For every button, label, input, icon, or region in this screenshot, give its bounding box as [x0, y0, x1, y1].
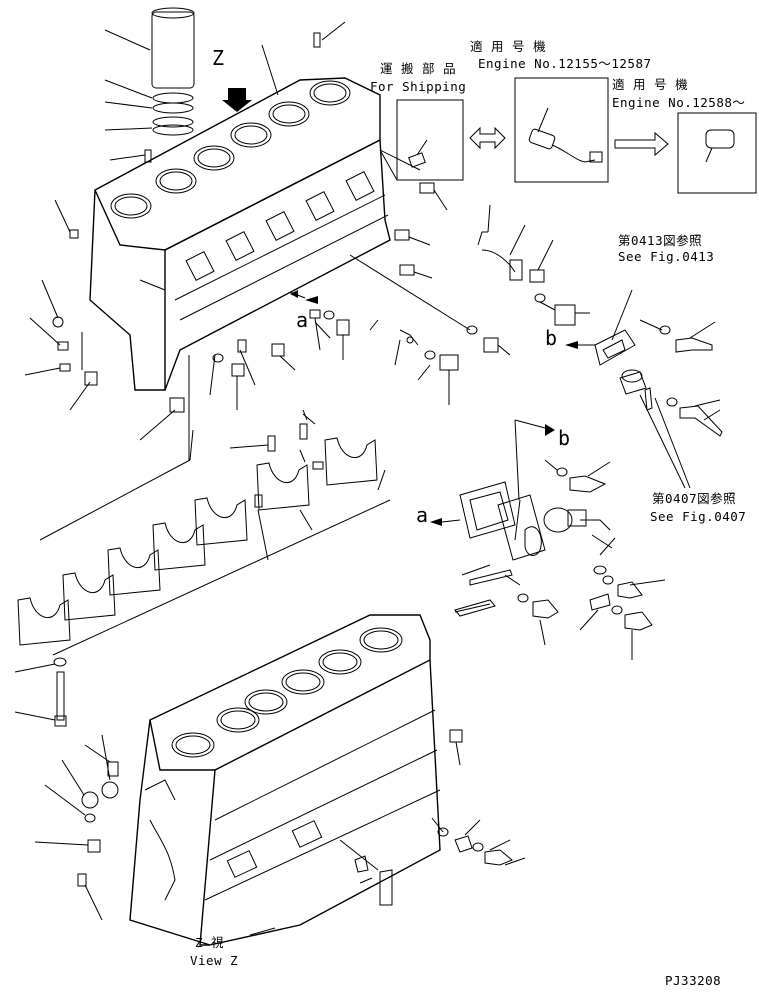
cylinder-block-upper [89, 77, 391, 391]
marker-a-upper: a [296, 308, 309, 332]
engine-range-label-2: Engine No.12588～ [612, 95, 746, 110]
shipping-label-en: For Shipping [370, 79, 467, 94]
view-z-leader [249, 927, 276, 936]
shipping-label-jp: 運 搬 部 品 [380, 61, 457, 76]
ref-0407-label-jp: 第0407図参照 [652, 491, 737, 506]
cylinder-liner-parts [104, 7, 195, 163]
ref-0413-label-en: See Fig.0413 [618, 249, 715, 264]
z-marker-label: Z [212, 46, 225, 70]
rear-cover-parts [594, 289, 723, 489]
cover-thermostat-assembly [430, 419, 666, 660]
dowel-pin-top [261, 21, 346, 96]
sensor-box-early [514, 77, 609, 183]
upper-block-fittings [24, 199, 379, 460]
engine-range-label-1: Engine No.12155～12587 [478, 56, 652, 71]
double-arrow [469, 126, 506, 150]
for-shipping-box [379, 99, 464, 181]
sensor-box-later [677, 112, 757, 194]
view-z-label-en: View Z [190, 953, 239, 968]
lower-right-fittings [339, 729, 526, 906]
right-side-fittings [349, 149, 590, 405]
applicable-label-2: 適 用 号 機 [612, 77, 689, 92]
marker-b-upper: b [545, 326, 558, 350]
ref-0413-label-jp: 第0413図参照 [618, 233, 703, 248]
view-z-arrow [222, 88, 252, 112]
marker-a-lower: a [416, 503, 429, 527]
view-z-label-jp: Z 視 [195, 935, 225, 950]
figure-code: PJ33208 [665, 973, 722, 988]
marker-b-lower: b [558, 426, 571, 450]
bearing-caps [17, 409, 391, 656]
cylinder-block-lower [129, 614, 441, 946]
applicable-label-1: 適 用 号 機 [470, 39, 547, 54]
marker-arrows-upper [305, 296, 595, 349]
single-arrow [614, 131, 669, 157]
lower-left-fittings [14, 657, 119, 921]
ref-0407-label-en: See Fig.0407 [650, 509, 747, 524]
